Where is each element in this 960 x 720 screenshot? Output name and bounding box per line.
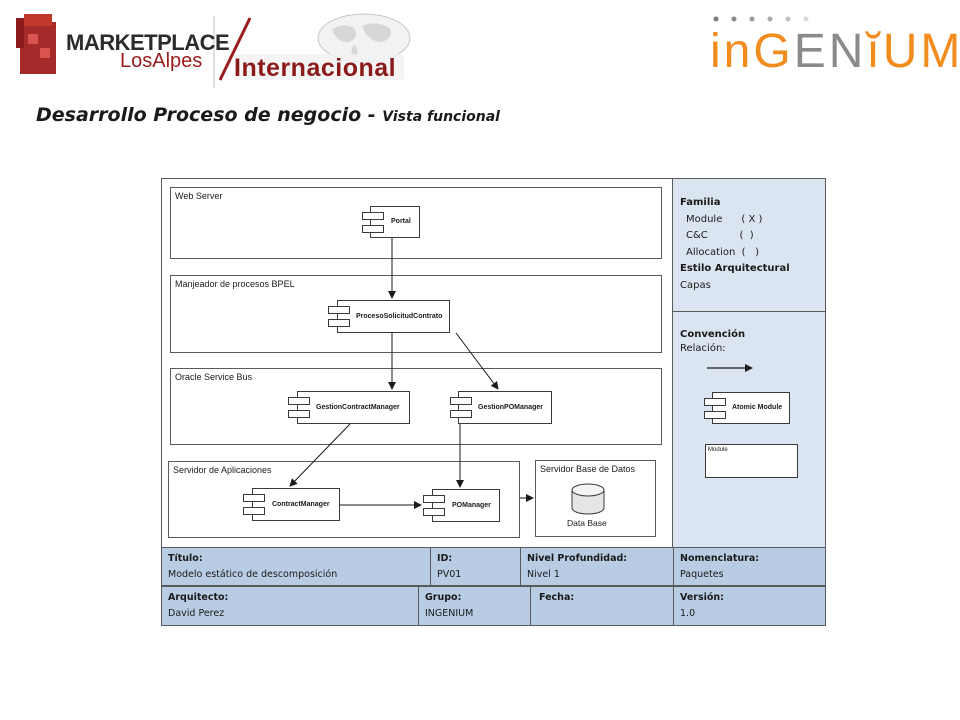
fecha-label: Fecha: — [539, 592, 575, 603]
legend-panel — [672, 178, 826, 548]
component-gestion-contract-tab-2 — [288, 410, 310, 418]
cell-fecha: Fecha: — [530, 587, 673, 625]
layer-app-server-label: Servidor de Aplicaciones — [173, 465, 272, 475]
component-gestion-po-manager — [458, 391, 552, 424]
arquitecto-value: David Perez — [168, 608, 225, 619]
convencion-section: Convención Relación: — [680, 328, 820, 356]
familia-section: Familia Module ( X ) C&C ( ) Allocation … — [680, 195, 820, 294]
estilo-label: Estilo Arquitectural — [680, 263, 790, 274]
arrow-gestion-contract-to-contract-manager — [289, 423, 351, 487]
legend-module-box — [705, 444, 798, 478]
marketplace-logo-graphic — [16, 13, 411, 88]
nomenclatura-label: Nomenclatura: — [680, 553, 760, 564]
component-proceso-solicitud-contrato — [337, 300, 450, 333]
id-value: PV01 — [437, 569, 462, 580]
relation-arrow-legend — [707, 364, 753, 372]
internacional-label: Internacional — [234, 54, 397, 82]
ingenium-dots-icon — [713, 16, 809, 22]
nivel-label: Nivel Profundidad: — [527, 553, 628, 564]
component-portal-tab-1 — [362, 212, 384, 220]
relacion-label: Relación: — [680, 343, 726, 354]
titulo-value: Modelo estático de descomposición — [168, 569, 338, 580]
marketplace-subtitle: LosAlpes — [120, 50, 203, 72]
ingenium-logo-part-2: EN — [793, 25, 867, 78]
cube-logo-icon — [16, 14, 56, 74]
component-contract-manager — [252, 488, 340, 521]
component-proceso-tab-1 — [328, 306, 350, 314]
globe-icon — [317, 13, 411, 63]
page-title: Desarrollo Proceso de negocio - Vista fu… — [36, 104, 500, 126]
cell-version: Versión: 1.0 — [673, 587, 825, 625]
marketplace-title: MARKETPLACE — [66, 30, 230, 55]
estilo-value: Capas — [680, 279, 711, 291]
component-proceso-label: ProcesoSolicitudContrato — [356, 313, 443, 320]
info-table-row-2: Arquitecto: David Perez Grupo: INGENIUM … — [161, 586, 826, 626]
id-label: ID: — [437, 553, 453, 564]
page-title-main: Desarrollo Proceso de negocio - — [36, 104, 383, 126]
component-proceso-tab-2 — [328, 319, 350, 327]
grupo-label: Grupo: — [425, 592, 462, 603]
component-gestion-contract-tab-1 — [288, 397, 310, 405]
familia-allocation: Allocation ( ) — [686, 246, 759, 258]
component-po-manager — [432, 489, 500, 522]
convencion-label: Convención — [680, 329, 746, 340]
cell-nomenclatura: Nomenclatura: Paquetes — [673, 548, 825, 585]
familia-module: Module ( X ) — [686, 213, 763, 225]
nomenclatura-value: Paquetes — [680, 569, 724, 580]
ingenium-logo-part-1: inG — [710, 25, 794, 78]
version-value: 1.0 — [680, 608, 696, 619]
component-portal-label: Portal — [391, 218, 411, 225]
arrow-proceso-to-gestion-po — [455, 332, 499, 390]
layer-osb — [170, 368, 662, 445]
familia-label: Familia — [680, 197, 721, 208]
component-gestion-po-tab-2 — [450, 410, 472, 418]
database-label: Data Base — [567, 518, 607, 528]
page-title-sub: Vista funcional — [382, 109, 500, 125]
component-po-manager-tab-1 — [423, 495, 445, 503]
version-label: Versión: — [680, 592, 724, 603]
component-gestion-contract-manager — [297, 391, 410, 424]
component-gestion-po-label: GestionPOManager — [478, 404, 543, 411]
legend-atomic-module-label: Atomic Module — [732, 404, 783, 411]
ingenium-logo-part-3: ĭUM — [866, 25, 960, 78]
legend-atomic-tab-2 — [704, 411, 726, 419]
component-po-manager-tab-2 — [423, 508, 445, 516]
component-contract-manager-tab-2 — [243, 507, 265, 515]
cell-titulo: Título: Modelo estático de descomposició… — [162, 548, 430, 585]
component-portal-tab-2 — [362, 225, 384, 233]
nivel-value: Nivel 1 — [527, 569, 560, 580]
titulo-label: Título: — [168, 553, 203, 564]
arquitecto-label: Arquitecto: — [168, 592, 229, 603]
grupo-value: INGENIUM — [425, 608, 474, 619]
legend-module-label: Module — [708, 447, 728, 453]
ingenium-logo: inGENĭUM — [710, 24, 960, 79]
info-table-row-1: Título: Modelo estático de descomposició… — [161, 547, 826, 586]
cell-nivel: Nivel Profundidad: Nivel 1 — [520, 548, 673, 585]
familia-cc: C&C ( ) — [686, 230, 754, 241]
component-contract-manager-label: ContractManager — [272, 501, 330, 508]
cell-grupo: Grupo: INGENIUM — [418, 587, 530, 625]
component-contract-manager-tab-1 — [243, 494, 265, 502]
component-gestion-contract-label: GestionContractManager — [316, 404, 400, 411]
legend-divider — [672, 311, 826, 312]
layer-osb-label: Oracle Service Bus — [175, 372, 253, 382]
component-gestion-po-tab-1 — [450, 397, 472, 405]
layer-web-server-label: Web Server — [175, 191, 223, 201]
database-icon — [571, 483, 605, 515]
cell-arquitecto: Arquitecto: David Perez — [162, 587, 418, 625]
layer-bpel-label: Manjeador de procesos BPEL — [175, 279, 295, 289]
legend-atomic-tab-1 — [704, 398, 726, 406]
layer-db-server-label: Servidor Base de Datos — [540, 464, 636, 474]
cell-id: ID: PV01 — [430, 548, 520, 585]
component-po-manager-label: POManager — [452, 502, 491, 509]
